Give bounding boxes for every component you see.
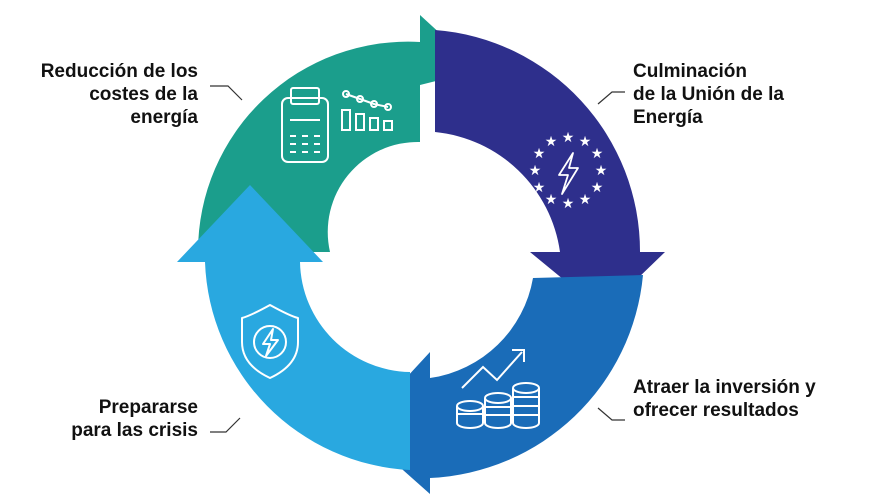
svg-text:★: ★ xyxy=(579,192,592,208)
svg-text:★: ★ xyxy=(562,130,575,146)
svg-text:★: ★ xyxy=(562,196,575,212)
label-investment-line-2: ofrecer resultados xyxy=(633,400,799,421)
label-costs: Reducción de los costes de la energía xyxy=(41,60,198,129)
label-costs-line-2: costes de la xyxy=(89,84,198,105)
svg-text:★: ★ xyxy=(533,180,546,196)
svg-text:★: ★ xyxy=(533,146,546,162)
label-costs-line-1: Reducción de los xyxy=(40,61,198,82)
segment-crisis xyxy=(177,185,410,470)
label-crisis-line-1: Prepararse xyxy=(98,397,198,418)
svg-text:★: ★ xyxy=(595,163,608,179)
label-crisis-line-2: para las crisis xyxy=(71,420,198,441)
label-crisis: Prepararse para las crisis xyxy=(71,396,198,442)
label-union-line-1: Culminación xyxy=(633,61,748,82)
coins-and-rising-trend-icon xyxy=(456,349,540,429)
label-union-line-2: de la Unión de la xyxy=(633,84,784,105)
label-costs-line-3: energía xyxy=(130,107,198,128)
leader-lines xyxy=(210,85,625,433)
label-investment: Atraer la inversión y ofrecer resultados xyxy=(633,376,816,422)
segment-union xyxy=(435,30,665,312)
eu-stars-lightning-icon: ★★★ ★★★ ★★★ ★★★ xyxy=(529,130,608,212)
label-investment-line-1: Atraer la inversión y xyxy=(633,377,816,398)
shield-lightning-icon xyxy=(241,304,299,379)
svg-text:★: ★ xyxy=(579,134,592,150)
svg-text:★: ★ xyxy=(545,192,558,208)
label-union: Culminación de la Unión de la Energía xyxy=(633,60,784,129)
svg-text:★: ★ xyxy=(591,180,604,196)
svg-text:★: ★ xyxy=(591,146,604,162)
segment-costs xyxy=(197,15,481,252)
label-union-line-3: Energía xyxy=(633,107,703,128)
segment-investment xyxy=(358,275,643,494)
payment-terminal-and-declining-bar-chart-icon xyxy=(281,87,393,163)
svg-text:★: ★ xyxy=(529,163,542,179)
svg-text:★: ★ xyxy=(545,134,558,150)
